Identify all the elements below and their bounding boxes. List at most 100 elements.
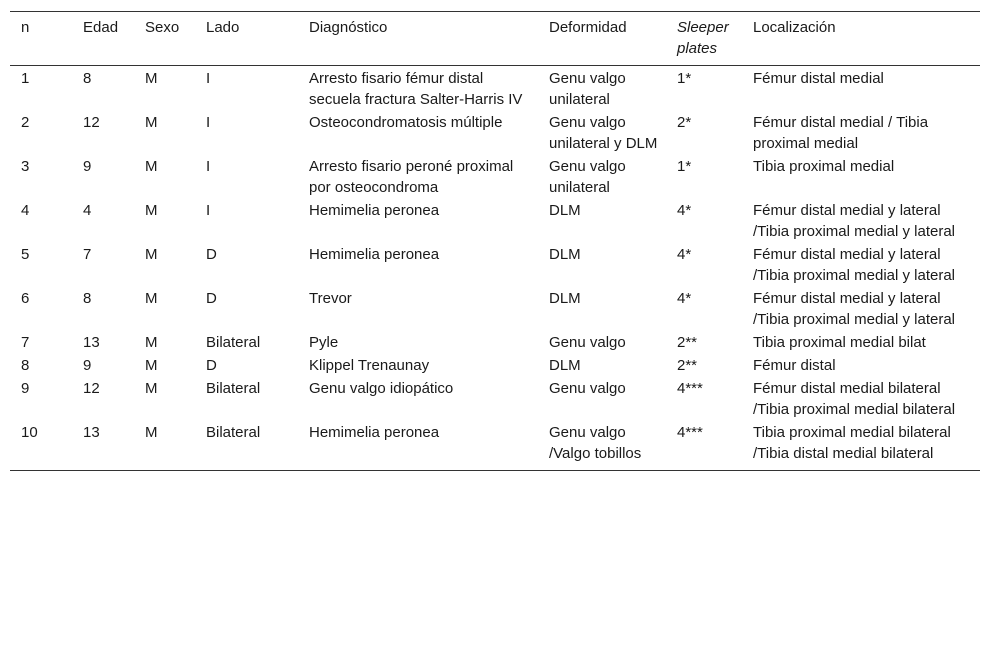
cell-lado: I bbox=[206, 70, 211, 87]
cell-edad: 13 bbox=[83, 334, 100, 351]
cell-diagnostico: Hemimelia peronea bbox=[309, 424, 440, 441]
cell-n: 3 bbox=[21, 158, 30, 175]
cell-sleeper-plates: 4* bbox=[677, 202, 692, 219]
cell-localizacion: Fémur distal bbox=[753, 357, 836, 374]
cell-edad: 12 bbox=[83, 380, 100, 397]
patients-table: n Edad Sexo Lado Diagnóstico Deformidad Sleepe… bbox=[10, 11, 980, 470]
table-row: 2 12 M I Osteocondromatosis múltiple Genu val… bbox=[10, 112, 980, 156]
column-header-n: n bbox=[21, 19, 30, 36]
cell-localizacion: Fémur distal medial / Tibia proximal med… bbox=[753, 114, 929, 152]
cell-lado: I bbox=[206, 158, 211, 175]
cell-edad: 12 bbox=[83, 114, 100, 131]
cell-sleeper-plates: 2* bbox=[677, 114, 692, 131]
cell-sexo: M bbox=[145, 114, 158, 131]
cell-diagnostico: Klippel Trenaunay bbox=[309, 357, 430, 374]
cell-deformidad: Genu valgo unilateral bbox=[549, 70, 626, 108]
table-row: 5 7 M D Hemimelia peronea DLM 4* Fémur distal m… bbox=[10, 244, 980, 288]
cell-diagnostico: Pyle bbox=[309, 334, 339, 351]
cell-sleeper-plates: 2** bbox=[677, 334, 698, 351]
column-header-localizacion: Localización bbox=[753, 19, 836, 36]
cell-lado: I bbox=[206, 114, 211, 131]
cell-sleeper-plates: 1* bbox=[677, 70, 692, 87]
cell-deformidad: Genu valgo unilateral bbox=[549, 158, 626, 196]
cell-n: 7 bbox=[21, 334, 30, 351]
column-header-sexo: Sexo bbox=[145, 19, 180, 36]
cell-n: 5 bbox=[21, 246, 30, 263]
cell-n: 6 bbox=[21, 290, 30, 307]
cell-sexo: M bbox=[145, 357, 158, 374]
column-header-deformidad: Deformidad bbox=[549, 19, 627, 36]
cell-localizacion: Fémur distal medial bilateral /Tibia pro… bbox=[753, 380, 956, 418]
cell-sleeper-plates: 4* bbox=[677, 290, 692, 307]
cell-localizacion: Tibia proximal medial bbox=[753, 158, 895, 175]
table-row: 9 12 M Bilateral Genu valgo idiopático Genu v… bbox=[10, 378, 980, 422]
column-header-diagnostico: Diagnóstico bbox=[309, 19, 388, 36]
column-header-edad: Edad bbox=[83, 19, 119, 36]
cell-n: 4 bbox=[21, 202, 30, 219]
cell-deformidad: DLM bbox=[549, 246, 581, 263]
cell-sleeper-plates: 4*** bbox=[677, 380, 703, 397]
cell-localizacion: Tibia proximal medial bilat bbox=[753, 334, 926, 351]
cell-lado: D bbox=[206, 290, 217, 307]
cell-sleeper-plates: 4* bbox=[677, 246, 692, 263]
table-row: 3 9 M I Arresto fisario peroné proximal por … bbox=[10, 156, 980, 200]
cell-lado: Bilateral bbox=[206, 380, 261, 397]
cell-localizacion: Fémur distal medial y lateral /Tibia pro… bbox=[753, 290, 956, 328]
cell-diagnostico: Arresto fisario fémur distal secuela fra… bbox=[309, 70, 523, 108]
cell-lado: Bilateral bbox=[206, 334, 261, 351]
cell-localizacion: Fémur distal medial y lateral /Tibia pro… bbox=[753, 246, 956, 284]
cell-sexo: M bbox=[145, 246, 158, 263]
table-row: 6 8 M D Trevor DLM 4* Fémur distal medial y lat… bbox=[10, 288, 980, 332]
cell-diagnostico: Arresto fisario peroné proximal por oste… bbox=[309, 158, 514, 196]
cell-diagnostico: Genu valgo idiopático bbox=[309, 380, 454, 397]
table-row: 10 13 M Bilateral Hemimelia peronea Genu valg… bbox=[10, 422, 980, 470]
cell-sleeper-plates: 2** bbox=[677, 357, 698, 374]
cell-sexo: M bbox=[145, 424, 158, 441]
cell-diagnostico: Osteocondromatosis múltiple bbox=[309, 114, 503, 131]
cell-sexo: M bbox=[145, 380, 158, 397]
cell-deformidad: Genu valgo /Valgo tobillos bbox=[549, 424, 642, 462]
cell-lado: D bbox=[206, 246, 217, 263]
cell-deformidad: Genu valgo unilateral y DLM bbox=[549, 114, 658, 152]
header-row: n Edad Sexo Lado Diagnóstico Deformidad Sleepe… bbox=[10, 11, 980, 66]
cell-diagnostico: Hemimelia peronea bbox=[309, 246, 440, 263]
cell-localizacion: Tibia proximal medial bilateral /Tibia d… bbox=[753, 424, 951, 462]
cell-deformidad: DLM bbox=[549, 290, 581, 307]
cell-n: 2 bbox=[21, 114, 30, 131]
cell-n: 1 bbox=[21, 70, 30, 87]
cell-diagnostico: Trevor bbox=[309, 290, 352, 307]
cell-n: 8 bbox=[21, 357, 30, 374]
cell-edad: 8 bbox=[83, 290, 92, 307]
cell-deformidad: Genu valgo bbox=[549, 334, 626, 351]
cell-deformidad: DLM bbox=[549, 357, 581, 374]
cell-sexo: M bbox=[145, 158, 158, 175]
column-header-sleeper-plates: Sleeper plates bbox=[677, 19, 729, 57]
table-row: 1 8 M I Arresto fisario fémur distal secuela… bbox=[10, 66, 980, 113]
cell-deformidad: DLM bbox=[549, 202, 581, 219]
table-header: n Edad Sexo Lado Diagnóstico Deformidad Sleepe… bbox=[10, 11, 980, 66]
data-table-container: n Edad Sexo Lado Diagnóstico Deformidad Sleepe… bbox=[10, 11, 980, 471]
cell-edad: 4 bbox=[83, 202, 92, 219]
cell-sexo: M bbox=[145, 290, 158, 307]
cell-localizacion: Fémur distal medial y lateral /Tibia pro… bbox=[753, 202, 956, 240]
cell-lado: Bilateral bbox=[206, 424, 261, 441]
table-row: 4 4 M I Hemimelia peronea DLM 4* Fémur distal m… bbox=[10, 200, 980, 244]
column-header-lado: Lado bbox=[206, 19, 240, 36]
cell-sexo: M bbox=[145, 70, 158, 87]
cell-edad: 9 bbox=[83, 357, 92, 374]
cell-n: 9 bbox=[21, 380, 30, 397]
cell-sexo: M bbox=[145, 202, 158, 219]
cell-diagnostico: Hemimelia peronea bbox=[309, 202, 440, 219]
cell-edad: 8 bbox=[83, 70, 92, 87]
cell-localizacion: Fémur distal medial bbox=[753, 70, 884, 87]
cell-sleeper-plates: 4*** bbox=[677, 424, 703, 441]
cell-deformidad: Genu valgo bbox=[549, 380, 626, 397]
cell-edad: 13 bbox=[83, 424, 100, 441]
cell-sleeper-plates: 1* bbox=[677, 158, 692, 175]
cell-edad: 7 bbox=[83, 246, 92, 263]
cell-edad: 9 bbox=[83, 158, 92, 175]
cell-n: 10 bbox=[21, 424, 38, 441]
cell-lado: I bbox=[206, 202, 211, 219]
